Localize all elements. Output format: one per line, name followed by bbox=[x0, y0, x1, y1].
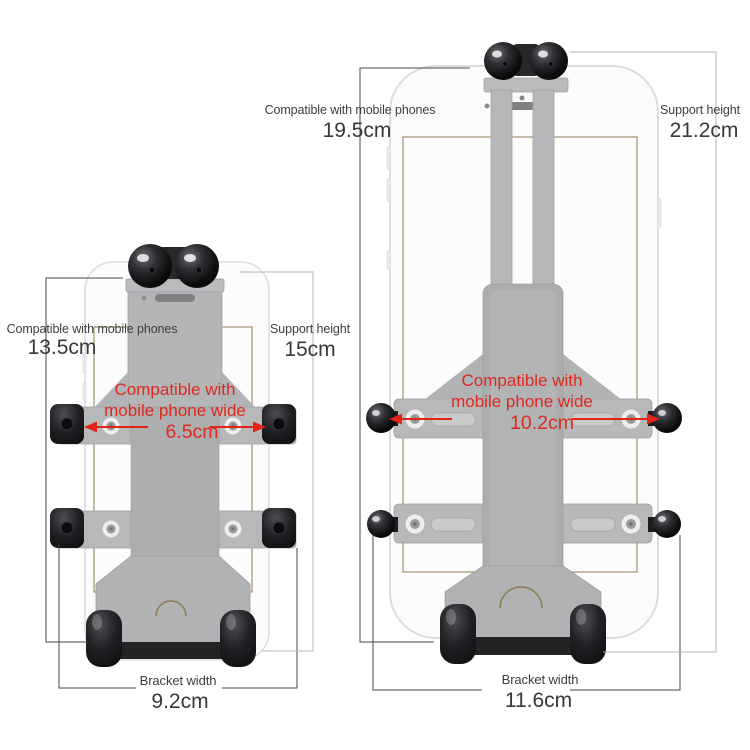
bracket-foot bbox=[440, 604, 476, 664]
left-phone-width-line2: mobile phone wide bbox=[104, 401, 246, 420]
dim-right-support-height bbox=[570, 51, 717, 653]
width-arrows bbox=[84, 413, 660, 433]
left-phone-width-line1: Compatible with bbox=[114, 380, 236, 399]
home-button-arc bbox=[499, 586, 543, 609]
right-bracket-width-value: 11.6cm bbox=[504, 689, 573, 712]
dimension-lines bbox=[45, 51, 717, 691]
right-phone-width-value: 10.2cm bbox=[510, 412, 574, 434]
right-bracket-width-label: Bracket width bbox=[501, 672, 579, 687]
right-support-height-value: 21.2cm bbox=[669, 119, 739, 142]
dim-right-phone-length bbox=[359, 67, 470, 643]
bracket-foot bbox=[86, 610, 122, 667]
left-bracket-width-value: 9.2cm bbox=[151, 690, 209, 713]
left-bracket-width-label: Bracket width bbox=[139, 673, 217, 688]
left-support-height-value: 15cm bbox=[284, 338, 336, 361]
bracket-foot bbox=[220, 610, 256, 667]
camera-dot bbox=[141, 295, 147, 301]
dim-left-bracket-width-l bbox=[58, 545, 136, 689]
small-mount-illustration bbox=[50, 244, 297, 667]
left-support-height-label: Support height bbox=[270, 322, 350, 336]
right-phone-width-line2: mobile phone wide bbox=[451, 392, 593, 411]
top-ball-clamp bbox=[484, 42, 568, 80]
speaker-slot bbox=[155, 294, 195, 302]
arrow-left-icon bbox=[389, 413, 402, 425]
home-button-arc bbox=[155, 600, 187, 617]
extension-rails bbox=[483, 77, 569, 289]
arrow-right-icon bbox=[647, 413, 660, 425]
left-phone-length-value: 13.5cm bbox=[27, 336, 97, 359]
left-phone-width-note: Compatible with mobile phone wide 6.5cm bbox=[94, 379, 256, 444]
right-phone-length-label: Compatible with mobile phones bbox=[264, 103, 436, 117]
right-phone-width-note: Compatible with mobile phone wide 10.2cm bbox=[428, 370, 616, 435]
dim-left-support-height bbox=[240, 271, 314, 652]
right-phone-width-line1: Compatible with bbox=[461, 371, 583, 390]
dim-left-bracket-width-r bbox=[222, 548, 298, 689]
dim-right-bracket-width-r bbox=[570, 535, 681, 691]
side-grips bbox=[50, 404, 296, 548]
arrow-right-icon bbox=[253, 421, 266, 433]
right-support-height-label: Support height bbox=[660, 103, 740, 117]
dim-left-phone-length bbox=[45, 277, 123, 643]
top-ball-clamp bbox=[125, 244, 225, 293]
large-mount-illustration bbox=[366, 42, 682, 664]
right-phone-length-value: 19.5cm bbox=[322, 119, 392, 142]
left-phone-length-label: Compatible with mobile phones bbox=[6, 322, 178, 336]
arrow-left-icon bbox=[84, 421, 97, 433]
dim-right-bracket-width-l bbox=[372, 535, 482, 691]
left-phone-width-value: 6.5cm bbox=[165, 421, 219, 443]
bracket-foot bbox=[570, 604, 606, 664]
